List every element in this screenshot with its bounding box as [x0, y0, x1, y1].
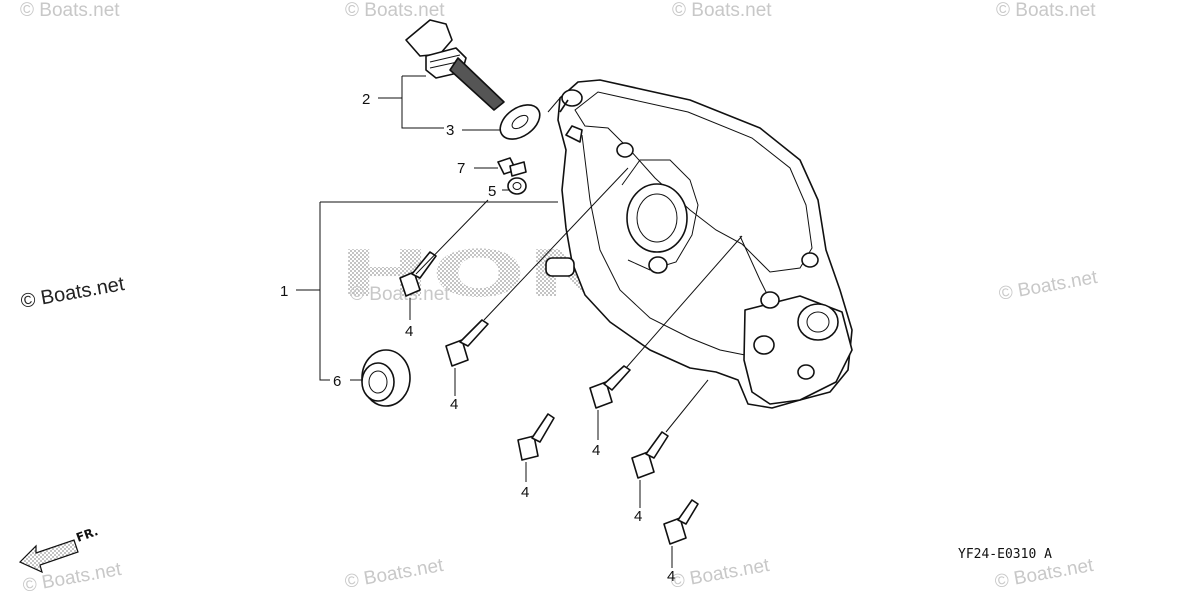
callout-4f: 4	[667, 568, 675, 585]
flange-bolt-e	[631, 431, 669, 479]
flange-bolts	[399, 251, 699, 545]
flange-bolt-d	[517, 413, 555, 461]
watermark-top-3: © Boats.net	[672, 0, 772, 21]
washer-part-5	[507, 177, 527, 195]
flange-bolt-c	[589, 365, 631, 409]
bolt-part-7	[497, 157, 527, 177]
watermark-top-4: © Boats.net	[996, 0, 1096, 21]
callout-4b: 4	[450, 396, 458, 413]
callout-4d: 4	[521, 484, 529, 501]
watermark-top-1: © Boats.net	[20, 0, 120, 21]
callout-5: 5	[488, 183, 496, 200]
o-ring	[499, 104, 541, 140]
watermark-mid-3: © Boats.net	[997, 267, 1099, 305]
crankcase-cover	[545, 79, 853, 409]
callout-7: 7	[457, 160, 465, 177]
callout-1: 1	[280, 283, 288, 300]
oil-level-gauge	[405, 19, 505, 111]
callout-4a: 4	[405, 323, 413, 340]
flange-bolt-f	[663, 499, 699, 545]
flange-bolt-a	[399, 251, 437, 297]
callout-6: 6	[333, 373, 341, 390]
callout-labels: 2 3 7 5 1 6 4 4 4 4 4 4	[280, 91, 675, 585]
callout-3: 3	[446, 122, 454, 139]
watermark-mid-1: © Boats.net	[350, 284, 450, 305]
diagram-code: YF24-E0310 A	[958, 547, 1052, 562]
watermark-top-2: © Boats.net	[345, 0, 445, 21]
callout-2: 2	[362, 91, 370, 108]
callout-4c: 4	[592, 442, 600, 459]
watermark-bottom-2: © Boats.net	[343, 555, 445, 593]
flange-bolt-b	[445, 319, 489, 367]
fr-label: FR.	[74, 524, 100, 545]
oil-seal	[361, 349, 411, 407]
watermark-bottom-3: © Boats.net	[669, 555, 771, 593]
watermark-main: © Boats.net	[19, 273, 126, 313]
callout-4e: 4	[634, 508, 642, 525]
leader-lines	[296, 75, 743, 568]
